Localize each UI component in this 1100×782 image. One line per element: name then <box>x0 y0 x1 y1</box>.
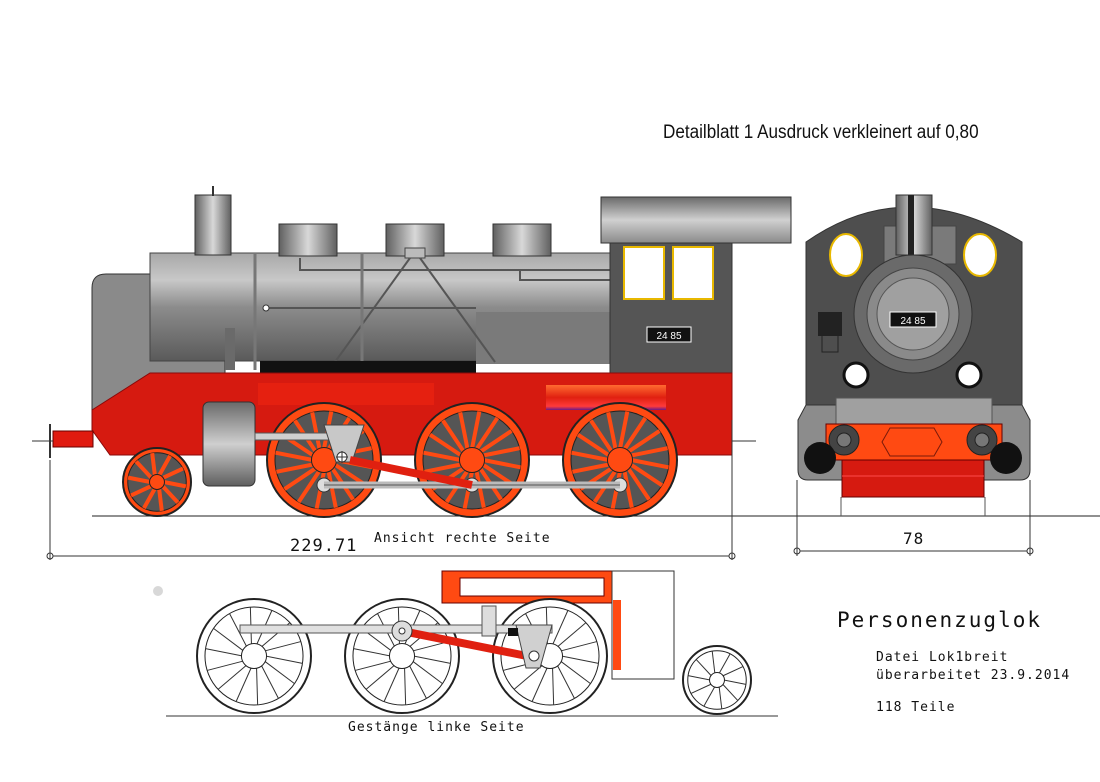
driving-wheel-2 <box>414 402 530 518</box>
dome-1 <box>278 223 338 257</box>
linkage-trailing-wheel <box>682 645 752 715</box>
number-plate-side-text: 24 85 <box>656 331 681 342</box>
cab-roof <box>600 196 792 244</box>
leading-wheel <box>122 447 192 517</box>
cab-window-2 <box>672 246 714 300</box>
length-dimension: 229.71 <box>290 536 358 556</box>
file-name: Datei Lok1breit <box>876 650 1009 665</box>
number-plate-front <box>889 311 937 328</box>
locomotive-name: Personenzuglok <box>837 608 1043 632</box>
dome-3 <box>492 223 552 257</box>
width-dimension: 78 <box>903 529 925 548</box>
headlamp-left <box>842 361 870 389</box>
side-rods <box>254 424 620 489</box>
right-side-view-label: Ansicht rechte Seite <box>374 531 551 546</box>
driving-wheel-3 <box>562 402 678 518</box>
front-view: 24 85 <box>793 194 1034 556</box>
linkage-wheel-1 <box>196 598 312 714</box>
sheet-title: Detailblatt 1 Ausdruck verkleinert auf 0… <box>663 122 979 143</box>
number-plate-front-text: 24 85 <box>900 316 925 327</box>
chimney <box>194 194 232 256</box>
number-plate-side <box>646 326 692 343</box>
cylinder <box>202 401 256 487</box>
parts-count: 118 Teile <box>876 700 956 715</box>
edited-date: überarbeitet 23.9.2014 <box>876 668 1071 683</box>
linkage-view <box>153 570 778 717</box>
linkage-wheel-2 <box>344 598 460 714</box>
linkage-rods <box>239 605 553 669</box>
buffer <box>52 430 94 448</box>
linkage-view-label: Gestänge linke Seite <box>348 720 525 735</box>
headlamp-right <box>955 361 983 389</box>
right-side-view: 24 85 <box>32 186 1100 560</box>
cab-window-1 <box>623 246 665 300</box>
